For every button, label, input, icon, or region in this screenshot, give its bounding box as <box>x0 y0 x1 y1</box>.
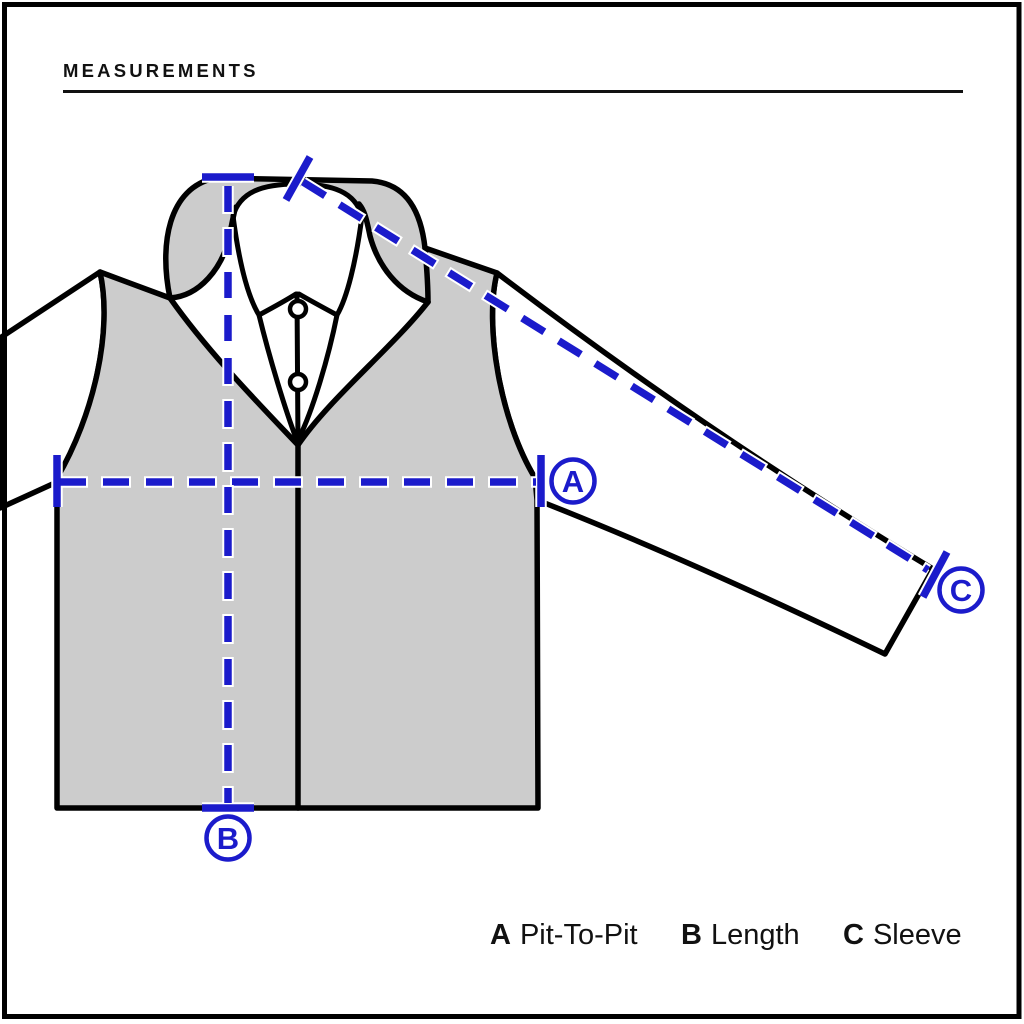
shirt-collar-right-leaf <box>296 213 365 318</box>
shirt-collar-left-leaf <box>230 213 299 318</box>
legend-label-b: Length <box>710 919 800 951</box>
legend-label-c: Sleeve <box>872 919 962 951</box>
measurement-line-b: B <box>202 171 254 862</box>
a-marker-letter: A <box>562 464 584 499</box>
c-dashed-line <box>301 178 930 574</box>
c-tick-cuff <box>919 550 951 599</box>
collar-inner-right <box>356 201 431 305</box>
page-title: MEASUREMENTS <box>63 60 259 81</box>
a-marker-circle <box>549 457 597 505</box>
shirt-button-top <box>287 298 309 320</box>
legend-label-a: Pit-To-Pit <box>519 919 638 951</box>
c-marker-letter: C <box>950 573 972 608</box>
shirt-front-right <box>296 312 340 441</box>
shirt-front-left <box>256 312 299 441</box>
b-marker-circle <box>204 814 252 862</box>
measurement-line-c: C <box>280 154 985 614</box>
lapel-right <box>295 299 431 448</box>
b-marker-letter: B <box>217 821 239 856</box>
legend-letter-a: A <box>490 919 511 951</box>
shirt-button-bottom <box>287 371 309 393</box>
measurement-line-a: A <box>51 455 597 507</box>
c-marker-circle <box>937 566 985 614</box>
c-tick-collar <box>282 155 314 202</box>
title-underline <box>63 90 963 93</box>
legend-letter-b: B <box>681 919 702 951</box>
lapel-left <box>167 295 301 448</box>
legend-letter-c: C <box>843 919 864 951</box>
